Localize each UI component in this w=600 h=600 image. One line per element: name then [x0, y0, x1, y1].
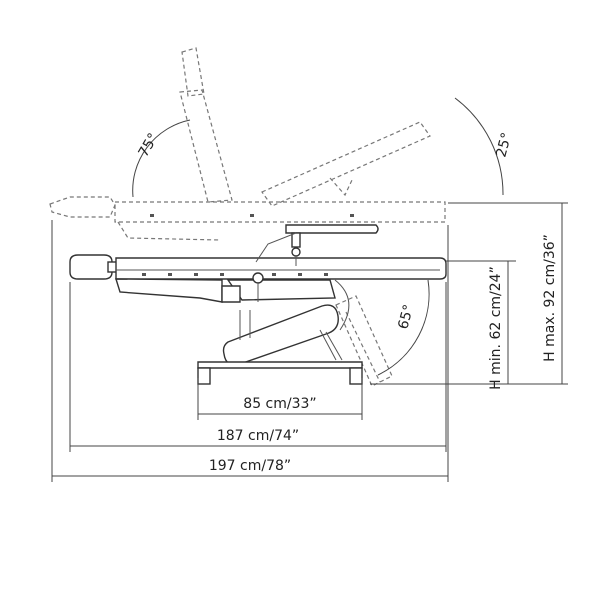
dropped-legrest [335, 295, 393, 387]
rivets [142, 214, 354, 276]
alternate-positions [49, 47, 446, 387]
arc-25 [454, 97, 504, 196]
under-frame [115, 278, 223, 303]
headrest [69, 254, 113, 280]
height-max-label: H max. 92 cm/36” [542, 234, 558, 362]
angle-indicators: 75° 25° 65° [132, 97, 515, 376]
tilted-backrest [261, 121, 431, 207]
pivot-knob [252, 272, 264, 284]
vertical-dimensions: H min. 62 cm/24” H max. 92 cm/36” [370, 202, 568, 390]
upright-headrest [181, 47, 205, 97]
height-min-label: H min. 62 cm/24” [488, 266, 504, 390]
raised-couch-top [114, 201, 446, 223]
max-length-label: 197 cm/78” [209, 458, 291, 474]
horizontal-dimensions: 85 cm/33” 187 cm/74” 197 cm/78” [51, 220, 449, 482]
angle-25-label: 25° [493, 131, 515, 159]
lifting-arm [222, 304, 339, 366]
angle-65-label: 65° [395, 303, 417, 331]
couch-top [115, 257, 447, 280]
base-width-label: 85 cm/33” [243, 396, 316, 412]
arc-65 [377, 279, 430, 376]
length-label: 187 cm/74” [217, 428, 299, 444]
upright-backrest [179, 89, 233, 203]
chair-base-position [69, 214, 447, 385]
raised-headrest [49, 196, 116, 218]
arc-75 [132, 119, 191, 198]
armrest [285, 224, 379, 234]
base-frame [197, 361, 363, 369]
